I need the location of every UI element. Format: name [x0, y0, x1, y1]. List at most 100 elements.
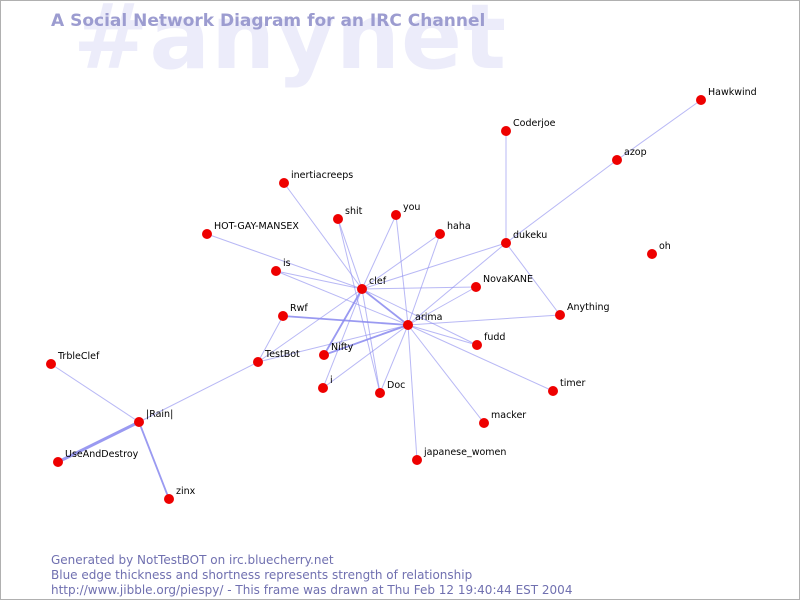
- edge-dukeku-anything: [505, 242, 561, 316]
- node-i: i: [318, 375, 333, 393]
- node-dot: [278, 311, 288, 321]
- node-japanese-women: japanese_women: [412, 447, 506, 465]
- node-trbleclef: TrbleClef: [46, 351, 100, 369]
- edge-hawkwind-azop: [616, 99, 702, 161]
- node-label: TrbleClef: [57, 351, 100, 362]
- footer-generated-by: Generated by NotTestBOT on irc.bluecherr…: [51, 553, 334, 567]
- node-label: HOT-GAY-MANSEX: [214, 221, 299, 232]
- node-arima: arima: [403, 312, 442, 330]
- node-haha: haha: [435, 221, 471, 239]
- node-rwf: Rwf: [278, 303, 308, 321]
- node-label: is: [283, 258, 291, 269]
- node-label: dukeku: [513, 230, 547, 241]
- node-shit: shit: [333, 206, 363, 224]
- edge-clef-i: [322, 288, 363, 389]
- node-dukeku: dukeku: [501, 230, 547, 248]
- node-azop: azop: [612, 147, 647, 165]
- footer-url-timestamp: http://www.jibble.org/piespy/ - This fra…: [51, 583, 573, 597]
- node-label: arima: [415, 312, 442, 323]
- edge-anything-arima: [407, 314, 561, 326]
- node-nifty: Nifty: [319, 342, 354, 360]
- edge-you-arima: [395, 214, 409, 326]
- node-label: Anything: [567, 302, 610, 313]
- node-dot: [555, 310, 565, 320]
- node-dot: [46, 359, 56, 369]
- node-label: shit: [345, 206, 363, 217]
- edge-arima-testbot: [257, 324, 409, 363]
- edge-haha-clef: [361, 233, 441, 290]
- node-label: japanese_women: [423, 447, 506, 458]
- edge-haha-arima: [407, 233, 441, 326]
- node-dot: [501, 126, 511, 136]
- node-is: is: [271, 258, 291, 276]
- node-label: NovaKANE: [483, 274, 533, 285]
- diagram-title: A Social Network Diagram for an IRC Chan…: [51, 11, 486, 31]
- edge-testbot-rain: [138, 361, 259, 423]
- node-label: |Rain|: [146, 409, 173, 420]
- node-label: timer: [560, 378, 585, 389]
- edge-arima-macker: [407, 324, 485, 424]
- edge-clef-testbot: [257, 288, 363, 363]
- node-clef: clef: [357, 276, 387, 294]
- node-dot: [333, 214, 343, 224]
- node-dot: [435, 229, 445, 239]
- node-dot: [375, 388, 385, 398]
- node-dot: [279, 178, 289, 188]
- edge-shit-doc: [337, 218, 381, 394]
- node-dot: [548, 386, 558, 396]
- edge-hot-gay-mansex-clef: [206, 233, 363, 290]
- node-label: Rwf: [290, 303, 308, 314]
- node-you: you: [391, 202, 420, 220]
- node-hawkwind: Hawkwind: [696, 87, 757, 105]
- node-timer: timer: [548, 378, 585, 396]
- node-zinx: zinx: [164, 486, 196, 504]
- node-dot: [612, 155, 622, 165]
- node-dot: [647, 249, 657, 259]
- edge-clef-fudd: [361, 288, 478, 346]
- node-dot: [412, 455, 422, 465]
- node-label: azop: [624, 147, 647, 158]
- node-label: Doc: [387, 380, 405, 391]
- node-testbot: TestBot: [253, 349, 300, 367]
- node-dot: [357, 284, 367, 294]
- node-dot: [403, 320, 413, 330]
- node-dot: [501, 238, 511, 248]
- node-label: fudd: [484, 332, 505, 343]
- node-dot: [53, 457, 63, 467]
- node-dot: [253, 357, 263, 367]
- node-dot: [472, 340, 482, 350]
- node-dot: [202, 229, 212, 239]
- node-novakane: NovaKANE: [471, 274, 533, 292]
- edge-rain-useanddestroy: [57, 420, 140, 464]
- node-hot-gay-mansex: HOT-GAY-MANSEX: [202, 221, 299, 239]
- node-label: haha: [447, 221, 471, 232]
- node-useanddestroy: UseAndDestroy: [53, 449, 139, 467]
- edge-arima-i: [322, 324, 409, 389]
- node-label: Nifty: [331, 342, 354, 353]
- edges-layer: [50, 99, 702, 500]
- node-dot: [164, 494, 174, 504]
- edge-rain-zinx: [138, 421, 170, 500]
- node-dot: [271, 266, 281, 276]
- node-inertiacreeps: inertiacreeps: [279, 170, 353, 188]
- node-label: i: [330, 375, 333, 386]
- node-dot: [471, 282, 481, 292]
- edge-is-arima: [275, 270, 409, 326]
- node-label: Hawkwind: [708, 87, 757, 98]
- node-coderjoe: Coderjoe: [501, 118, 556, 136]
- node-label: you: [403, 202, 420, 213]
- edge-dukeku-clef: [361, 242, 507, 290]
- node-macker: macker: [479, 410, 526, 428]
- node-label: Coderjoe: [513, 118, 556, 129]
- node-rain: |Rain|: [134, 409, 173, 427]
- edge-arima-nifty: [323, 324, 409, 356]
- node-dot: [479, 418, 489, 428]
- node-dot: [696, 95, 706, 105]
- node-dot: [391, 210, 401, 220]
- footer: Generated by NotTestBOT on irc.bluecherr…: [51, 553, 572, 598]
- edge-arima-fudd: [407, 324, 478, 346]
- node-anything: Anything: [555, 302, 610, 320]
- edge-arima-timer: [407, 324, 554, 392]
- node-oh: oh: [647, 241, 671, 259]
